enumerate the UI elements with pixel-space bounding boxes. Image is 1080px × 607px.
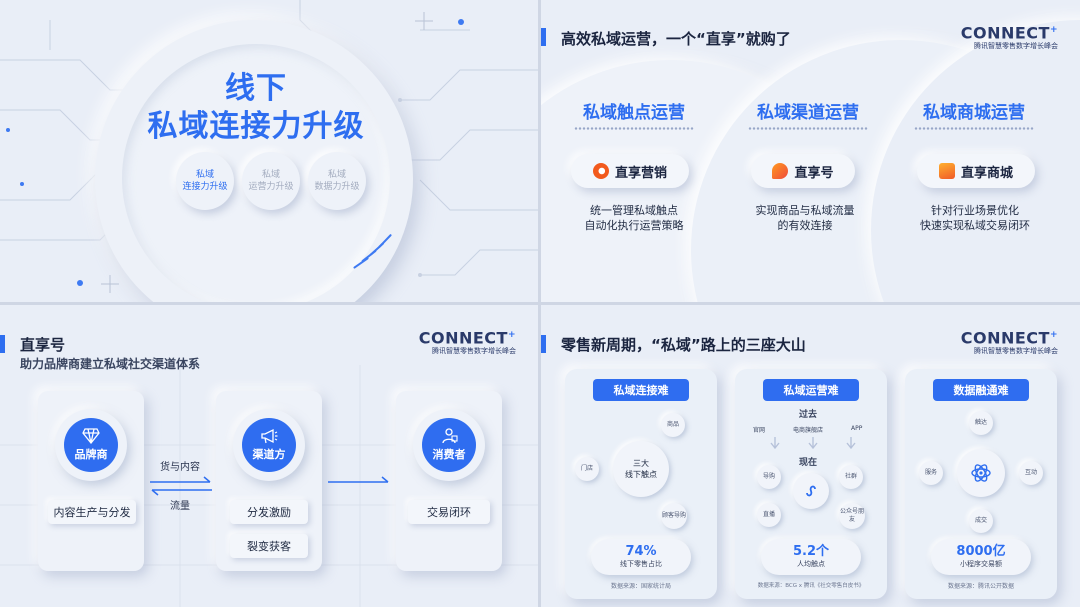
column-title-mall: 私域商城运营 — [923, 103, 1025, 123]
stat-label: 线下零售占比 — [620, 560, 662, 568]
column-desc-touchpoint: 统一管理私域触点 自动化执行运营策略 — [584, 204, 684, 232]
node-community: 社群 — [839, 465, 863, 489]
challenge-tag: 私域运营难 — [763, 379, 859, 401]
slide-header: 直享号 — [20, 336, 66, 354]
node-store: 门店 — [575, 457, 599, 481]
megaphone-icon — [261, 428, 278, 444]
column-desc-mall: 针对行业场景优化 快速实现私域交易闭环 — [920, 204, 1030, 232]
bubble-data: 私域 数据力升级 — [308, 152, 366, 210]
connect-logo: CONNECT+ 腾讯智慧零售数字增长峰会 — [418, 328, 516, 356]
connect-logo: CONNECT+ 腾讯智慧零售数字增长峰会 — [960, 328, 1058, 356]
title-line-1: 线下 — [225, 71, 287, 106]
channel-box-incentive: 分发激励 — [230, 500, 308, 524]
past-app: APP — [851, 425, 863, 432]
column-desc-channel: 实现商品与私域流量 的有效连接 — [755, 204, 855, 232]
header-accent-bar — [541, 28, 546, 46]
label-now: 现在 — [799, 458, 818, 468]
node-live: 直播 — [757, 503, 781, 527]
marketing-logo-icon — [592, 163, 609, 179]
brand-disc: 品牌商 — [55, 409, 127, 481]
node-interaction: 互动 — [1019, 461, 1043, 485]
data-source: 数据来源：国家统计局 — [610, 583, 671, 590]
bubble-operation: 私域 运营力升级 — [242, 152, 300, 210]
exchange-arrows — [150, 476, 212, 496]
stat-value: 74% — [625, 544, 657, 559]
node-goods: 商品 — [661, 413, 685, 437]
stat-value: 8000亿 — [956, 544, 1006, 559]
title-line-2: 私域连接力升级 — [147, 109, 365, 144]
slide-private-domain-upgrade: 线下 私域连接力升级 私域 连接力升级 私域 运营力升级 私域 数据力升级 — [0, 0, 538, 302]
past-flagship: 电商旗舰店 — [793, 427, 824, 434]
connect-logo: CONNECT+ 腾讯智慧零售数字增长峰会 — [960, 23, 1058, 51]
data-source: 数据来源：腾讯公开数据 — [947, 583, 1014, 590]
mini-program-icon — [806, 485, 816, 497]
node-service: 服务 — [919, 461, 943, 485]
shopper-icon — [442, 428, 458, 444]
slide-three-mountains: 零售新周期，“私域”路上的三座大山 CONNECT+ 腾讯智慧零售数字增长峰会 … — [541, 305, 1080, 607]
label-past: 过去 — [799, 410, 818, 420]
slide-header: 零售新周期，“私域”路上的三座大山 — [561, 336, 806, 354]
product-pill-marketing[interactable]: 直享营销 — [571, 154, 689, 188]
node-official-account: 公众号朋友 — [839, 503, 865, 529]
channel-label: 渠道方 — [252, 448, 286, 461]
challenge-card-connection: 私域连接难 三大 线下触点 商品 门店 顾客导购 74% 线下零售占比 数据来源… — [565, 369, 717, 599]
down-arrows — [770, 437, 856, 450]
consumer-box: 交易闭环 — [408, 500, 490, 524]
past-website: 官网 — [753, 427, 766, 434]
center-node — [957, 449, 1005, 497]
column-title-touchpoint: 私域触点运营 — [583, 103, 685, 123]
data-source: 数据来源：BCG x 腾讯《社交零售白皮书》 — [757, 583, 865, 589]
product-pill-mall[interactable]: 直享商城 — [917, 154, 1035, 188]
arrow-label-traffic: 流量 — [170, 501, 190, 512]
center-node: 三大 线下触点 — [613, 441, 669, 497]
mall-logo-icon — [938, 163, 955, 179]
stat-pill: 74% 线下零售占比 — [591, 539, 691, 575]
challenge-card-data: 数据融通难 触达 服务 互动 成交 8000亿 小程序交易额 数据来源：腾讯公开… — [905, 369, 1057, 599]
brand-label: 品牌商 — [74, 448, 108, 461]
consumer-label: 消费者 — [432, 448, 466, 461]
challenge-tag: 数据融通难 — [933, 379, 1029, 401]
header-accent-bar — [541, 335, 546, 353]
brand-box: 内容生产与分发 — [48, 500, 136, 524]
atom-icon — [971, 464, 991, 482]
mini-program-node — [793, 473, 829, 509]
product-pill-account[interactable]: 直享号 — [751, 154, 855, 188]
stat-label: 小程序交易额 — [960, 560, 1002, 568]
slide-efficient-operation: 高效私域运营，一个“直享”就购了 CONNECT+ 腾讯智慧零售数字增长峰会 私… — [541, 0, 1080, 302]
challenge-card-operation: 私域运营难 过去 官网 电商旗舰店 APP 现在 导购 社群 直播 公众号朋友 … — [735, 369, 887, 599]
node-deal: 成交 — [969, 509, 993, 533]
diamond-icon — [82, 428, 100, 444]
consumer-disc: 消费者 — [413, 409, 485, 481]
slide-subheader: 助力品牌商建立私域社交渠道体系 — [20, 357, 201, 371]
bubble-connection: 私域 连接力升级 — [176, 152, 234, 210]
challenge-tag: 私域连接难 — [593, 379, 689, 401]
header-accent-bar — [0, 335, 5, 353]
stat-label: 人均触点 — [797, 560, 825, 568]
column-title-channel: 私域渠道运营 — [757, 103, 859, 123]
dotted-divider — [574, 127, 694, 130]
dotted-divider — [748, 127, 868, 130]
node-reach: 触达 — [969, 411, 993, 435]
stat-pill: 5.2个 人均触点 — [761, 539, 861, 575]
flow-arrow — [328, 476, 389, 483]
node-guide: 导购 — [757, 465, 781, 489]
slide-direct-account: 直享号 助力品牌商建立私域社交渠道体系 CONNECT+ 腾讯智慧零售数字增长峰… — [0, 305, 538, 607]
node-guide: 顾客导购 — [661, 503, 687, 529]
stat-value: 5.2个 — [792, 544, 830, 559]
dotted-divider — [914, 127, 1034, 130]
slide-title: 线下 私域连接力升级 — [130, 70, 382, 146]
account-logo-icon — [772, 163, 789, 179]
slide-header: 高效私域运营，一个“直享”就购了 — [561, 30, 791, 48]
stat-pill: 8000亿 小程序交易额 — [931, 539, 1031, 575]
arrow-label-goods: 货与内容 — [160, 462, 200, 473]
channel-disc: 渠道方 — [233, 409, 305, 481]
channel-box-fission: 裂变获客 — [230, 534, 308, 558]
